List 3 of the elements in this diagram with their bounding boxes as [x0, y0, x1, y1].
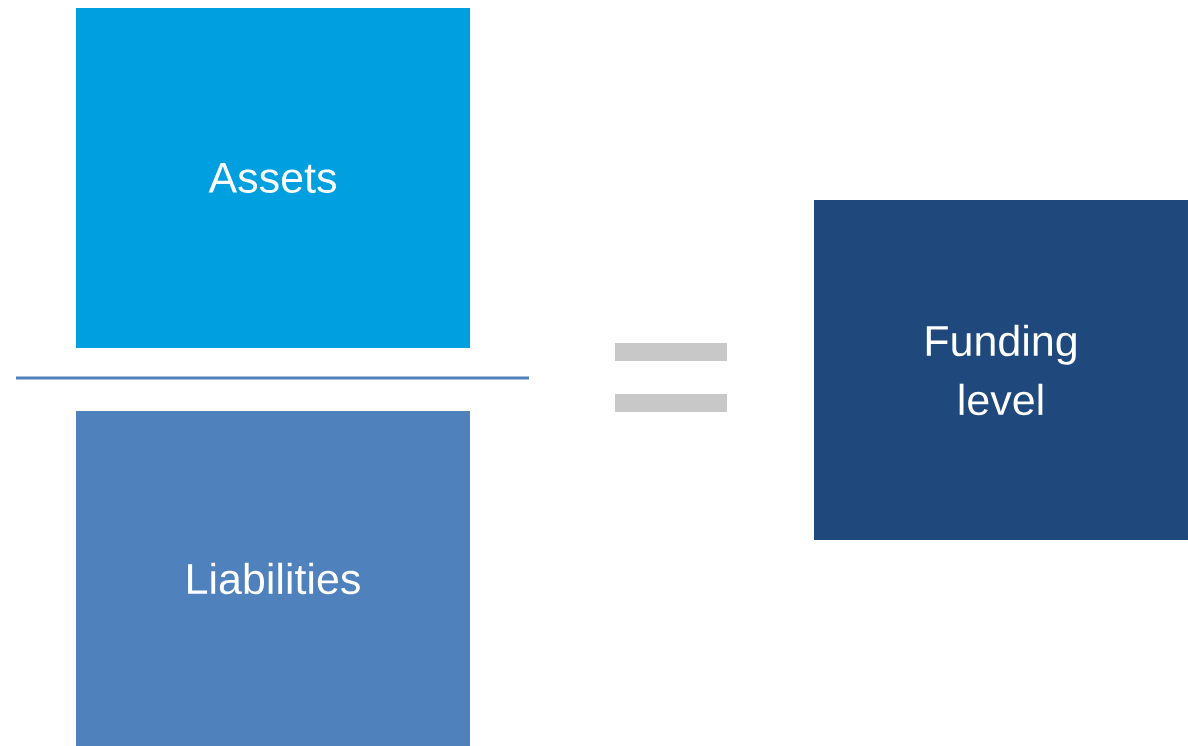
result-box: Funding level	[814, 200, 1188, 540]
numerator-box: Assets	[76, 8, 470, 348]
denominator-box: Liabilities	[76, 411, 470, 746]
